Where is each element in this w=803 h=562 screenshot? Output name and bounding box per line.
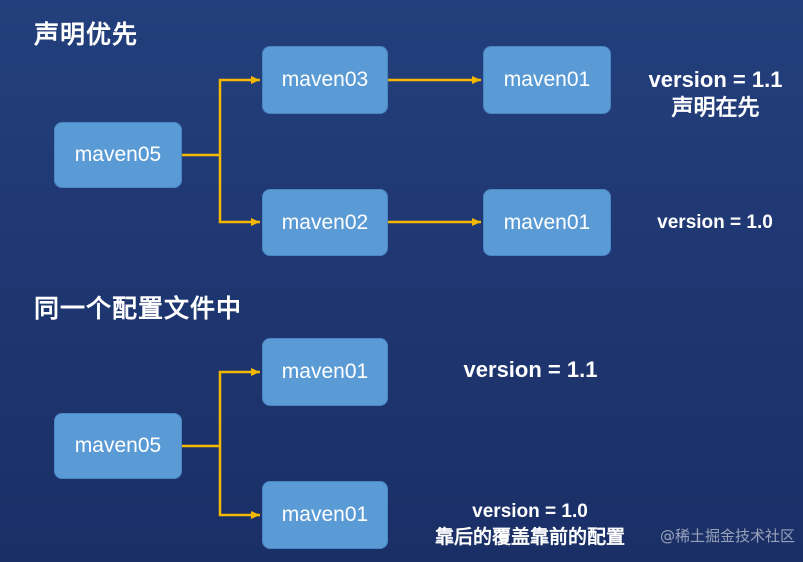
watermark: @稀土掘金技术社区 bbox=[659, 527, 795, 545]
s1-leaf-node-2: maven01 bbox=[483, 189, 611, 256]
s1-branch-node-2: maven02 bbox=[262, 189, 388, 256]
s1-root-node: maven05 bbox=[54, 122, 182, 188]
s1-note-bottom: version = 1.0 bbox=[657, 212, 773, 233]
s2-root-node: maven05 bbox=[54, 413, 182, 479]
s2-note-version: version = 1.0 bbox=[472, 501, 588, 522]
s2-note-bottom: version = 1.0 靠后的覆盖靠前的配置 bbox=[418, 500, 642, 549]
s1-note-top: version = 1.1 声明在先 bbox=[638, 66, 793, 123]
connector-s1-to-maven03 bbox=[218, 76, 260, 155]
s2-note-override: 靠后的覆盖靠前的配置 bbox=[434, 525, 625, 548]
s1-leaf-node-1: maven01 bbox=[483, 46, 611, 114]
connector-s1-to-maven02 bbox=[218, 155, 260, 226]
connector-s2-to-top-maven01 bbox=[218, 368, 260, 446]
s2-branch-node-1: maven01 bbox=[262, 338, 388, 406]
s1-branch-node-1: maven03 bbox=[262, 46, 388, 114]
s1-note-version: version = 1.1 bbox=[648, 67, 783, 92]
section2-heading: 同一个配置文件中 bbox=[34, 294, 243, 323]
s2-branch-node-2: maven01 bbox=[262, 481, 388, 549]
connector-s2-to-bottom-maven01 bbox=[218, 446, 260, 519]
s1-note-declared-first: 声明在先 bbox=[671, 95, 760, 121]
s2-note-top: version = 1.1 bbox=[463, 357, 598, 382]
section1-heading: 声明优先 bbox=[34, 20, 139, 49]
